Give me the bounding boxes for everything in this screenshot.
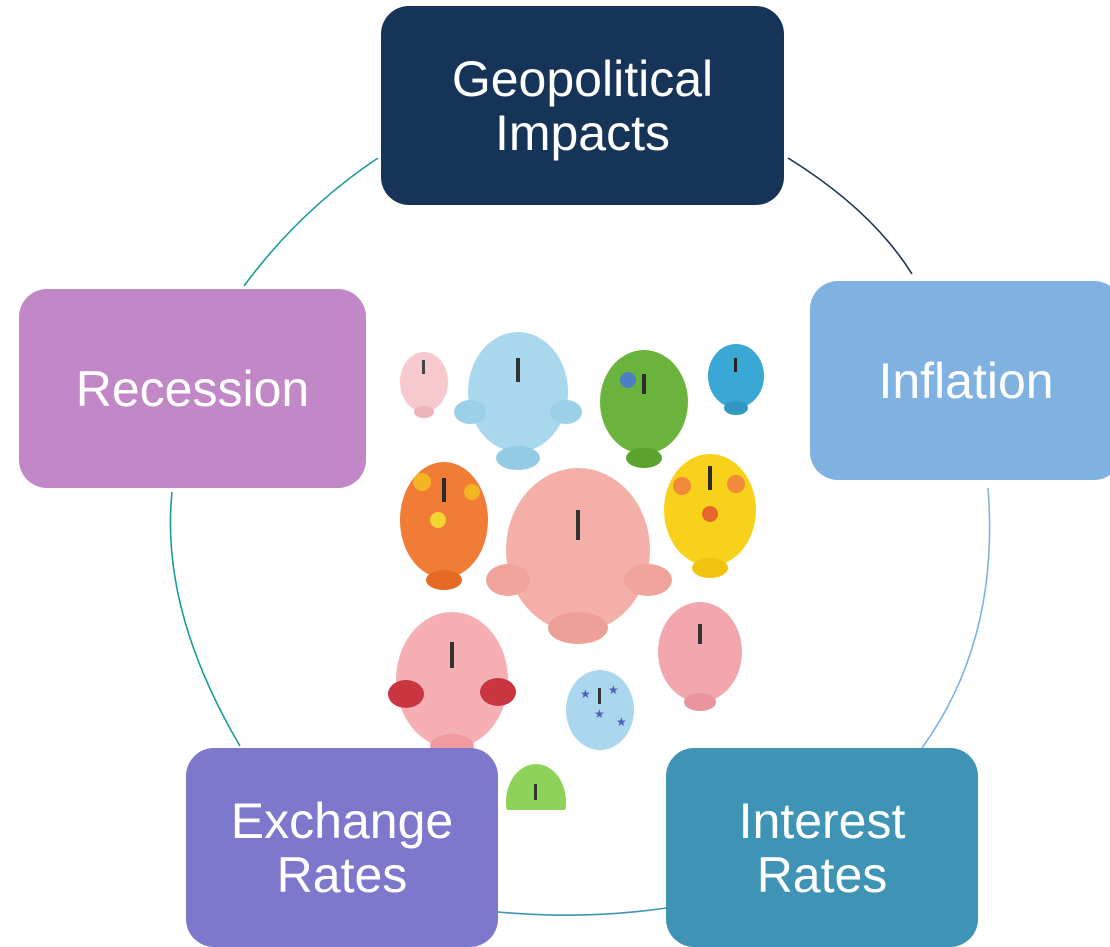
svg-text:★: ★	[616, 715, 627, 729]
pig-small-pink	[400, 352, 448, 418]
svg-text:★: ★	[580, 687, 591, 701]
pig-yellow	[664, 454, 756, 578]
node-recession-label: Recession	[75, 360, 310, 417]
node-interest-rates: Interest Rates	[666, 748, 978, 947]
node-geopolitical-impacts: Geopolitical Impacts	[381, 6, 784, 205]
node-interest-rates-label: Interest Rates	[738, 792, 906, 903]
svg-text:★: ★	[594, 707, 605, 721]
piggy-banks-photo: ★ ★ ★ ★	[358, 262, 786, 810]
pig-pink-small-right	[658, 602, 742, 711]
node-inflation: Inflation	[810, 281, 1110, 480]
svg-text:★: ★	[608, 683, 619, 697]
connector-inflation-interest	[921, 487, 991, 749]
pig-large-pink	[486, 468, 672, 644]
pig-teal	[708, 344, 764, 415]
pig-green	[600, 350, 688, 468]
pig-pink-red-ears	[388, 612, 516, 758]
connector-exchange-recession	[169, 491, 241, 747]
node-exchange-rates: Exchange Rates	[186, 748, 498, 947]
node-exchange-rates-label: Exchange Rates	[230, 792, 454, 903]
pig-light-blue	[454, 332, 582, 470]
pig-lime-green	[506, 764, 566, 810]
connector-recession-geopolitical	[243, 157, 379, 287]
pig-orange	[400, 462, 488, 590]
node-inflation-label: Inflation	[878, 352, 1054, 409]
pig-star-blue: ★ ★ ★ ★	[566, 670, 634, 750]
connector-interest-exchange	[497, 907, 667, 916]
node-geopolitical-impacts-label: Geopolitical Impacts	[451, 50, 714, 161]
connector-geopolitical-inflation	[787, 157, 913, 275]
node-recession: Recession	[19, 289, 366, 488]
